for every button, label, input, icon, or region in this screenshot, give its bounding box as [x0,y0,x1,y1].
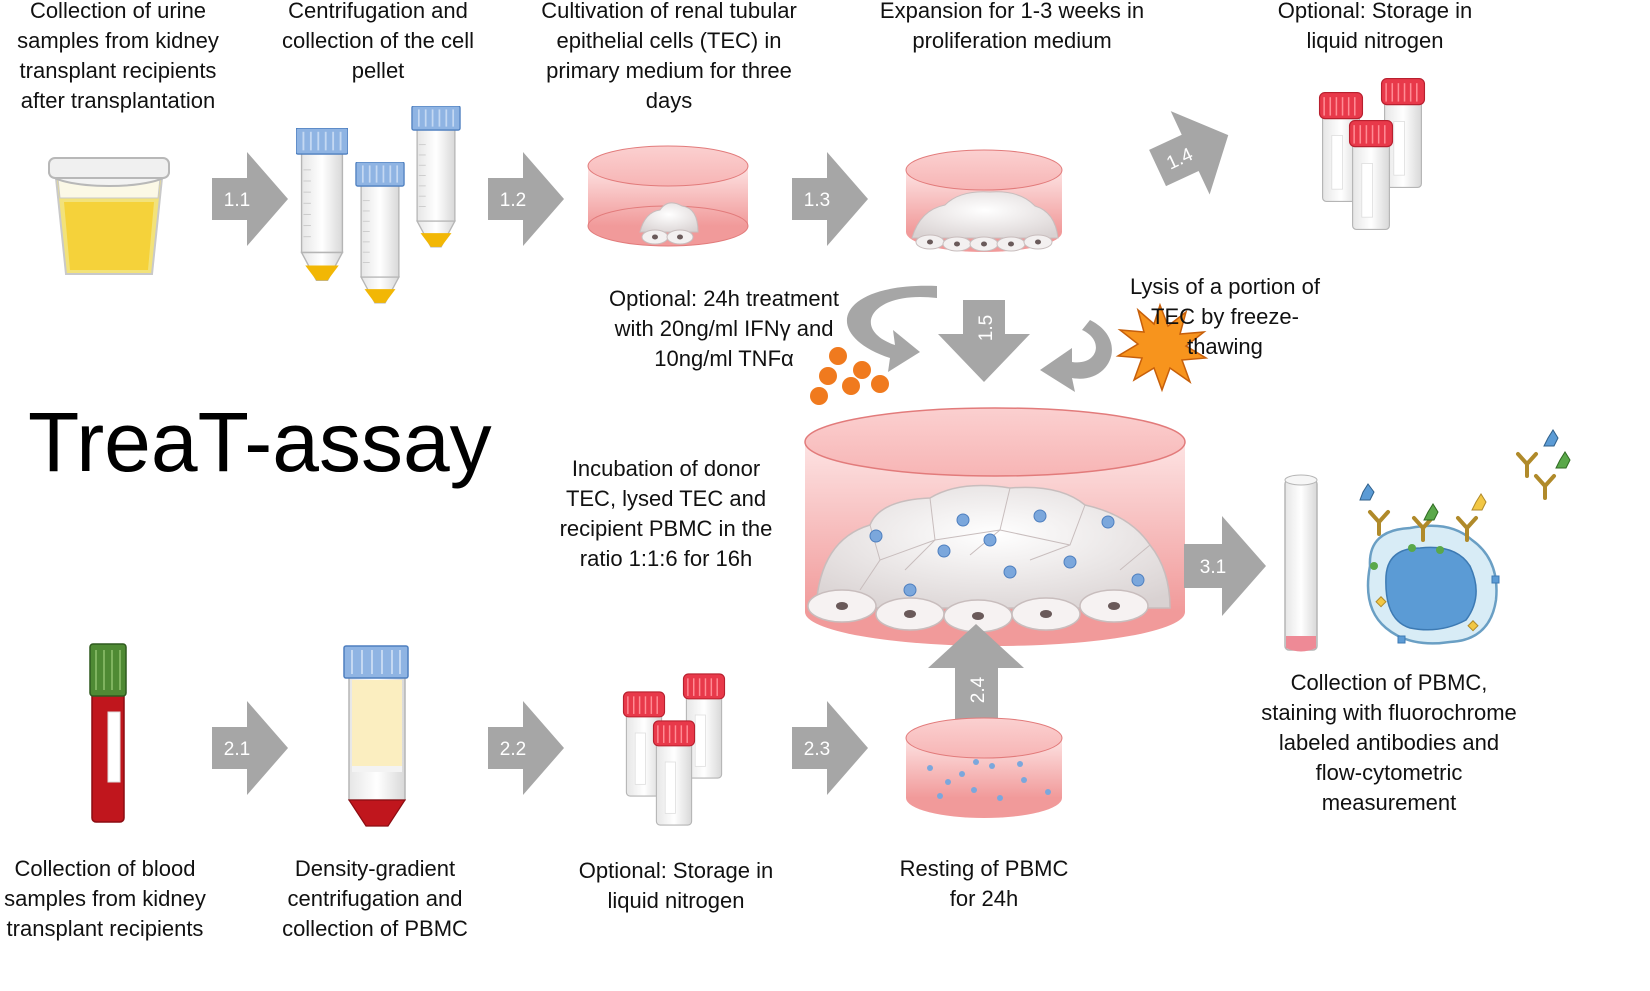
incubation-dish [804,407,1186,646]
arrow-1-3-label: 1.3 [804,190,830,211]
density-gradient-tube [343,645,409,827]
arrow-1-1: 1.1 [212,152,288,246]
label-storage-bottom: Optional: Storage in liquid nitrogen [578,858,774,913]
arrow-2-1-label: 2.1 [224,739,250,760]
treatment-curved-arrow [846,285,937,372]
arrow-1-1-label: 1.1 [224,190,250,211]
label-cytokine-treatment: Optional: 24h treatment with 20ng/ml IFN… [609,286,839,371]
arrow-1-3: 1.3 [792,152,868,246]
cryovials-top [1318,77,1426,231]
label-cultivation: Cultivation of renal tubular epithelial … [541,0,797,113]
label-centrifugation: Centrifugation and collection of the cel… [282,0,474,83]
arrow-2-4: 2.4 [928,624,1024,720]
pbmc-collection-tube [1284,474,1318,652]
label-incubation: Incubation of donor TEC, lysed TEC and r… [559,456,773,571]
label-density-gradient: Density-gradient centrifugation and coll… [282,856,468,941]
stained-pbmc-cell [1359,429,1571,645]
arrow-1-4: 1.4 [1149,111,1229,195]
arrow-2-2-label: 2.2 [500,739,526,760]
label-storage-top: Optional: Storage in liquid nitrogen [1277,0,1473,53]
arrow-1-5: 1.5 [938,300,1030,382]
arrow-3-1-label: 3.1 [1200,557,1226,578]
diagram-title: TreaT-assay [28,395,492,489]
lysis-curved-arrow [1040,320,1112,392]
blood-tube [89,643,127,823]
arrow-2-1: 2.1 [212,701,288,795]
freeze-thaw-burst-icon [1115,302,1209,393]
label-pbmc-resting: Resting of PBMC for 24h [899,856,1069,911]
cytokine-dots [810,347,889,405]
arrow-2-4-label: 2.4 [968,676,989,703]
label-pbmc-collection: Collection of PBMC, staining with fluoro… [1261,670,1517,815]
urine-cup [48,157,170,275]
pbmc-resting-dish [905,717,1063,818]
centrifuge-tubes [296,106,461,304]
arrow-1-2: 1.2 [488,152,564,246]
cryovials-bottom [622,673,726,826]
arrow-3-1: 3.1 [1184,516,1266,616]
culture-dish-primary [587,145,749,247]
arrow-1-2-label: 1.2 [500,190,526,211]
arrow-1-5-label: 1.5 [976,315,997,341]
arrow-2-2: 2.2 [488,701,564,795]
culture-dish-expanded [905,149,1063,252]
label-lysis: Lysis of a portion of TEC by freeze-thaw… [1130,274,1320,359]
label-expansion: Expansion for 1-3 weeks in proliferation… [879,0,1145,53]
arrow-2-3: 2.3 [792,701,868,795]
arrow-2-3-label: 2.3 [804,739,830,760]
label-urine-collection: Collection of urine samples from kidney … [17,0,219,113]
label-blood-collection: Collection of blood samples from kidney … [4,856,206,941]
